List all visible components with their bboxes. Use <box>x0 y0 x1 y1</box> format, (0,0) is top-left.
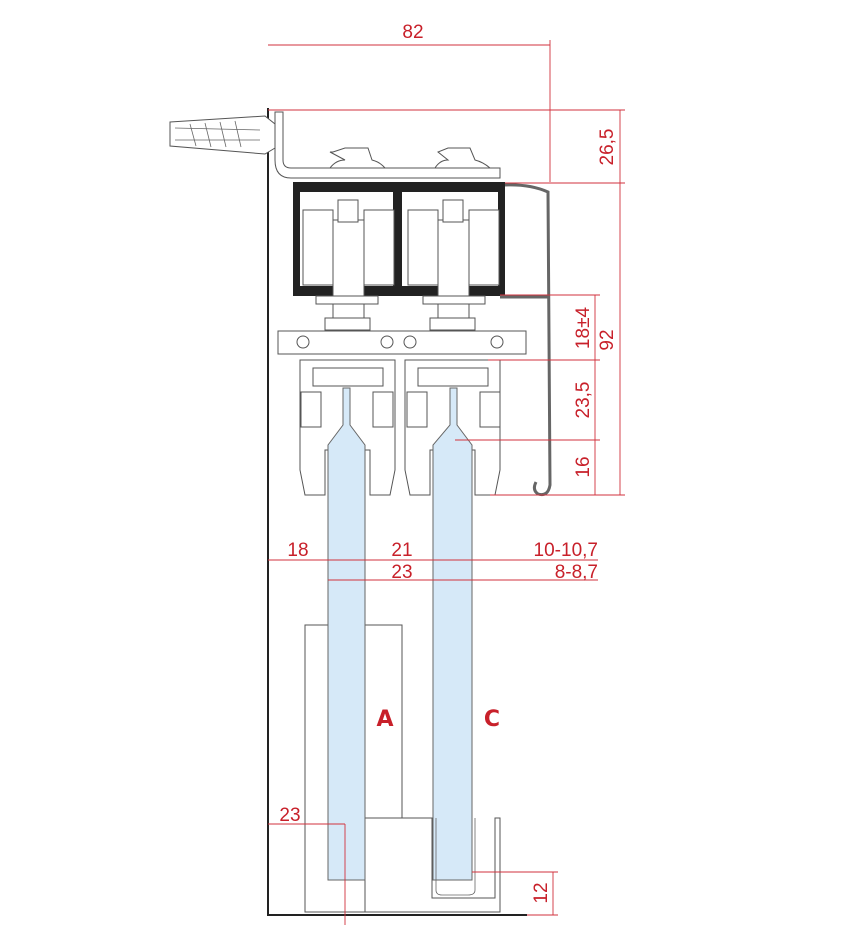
dim-glass-gap-top: 21 <box>391 540 412 561</box>
cover-profile <box>504 183 552 497</box>
floor-guide-c <box>364 817 501 913</box>
dim-glass-thickness-2: 8-8,7 <box>555 562 598 583</box>
dim-glass-gap-bottom: 23 <box>391 562 412 583</box>
glass-panel-a <box>327 387 366 881</box>
dim-wall-to-glass: 18 <box>287 540 308 561</box>
dim-overlap-height: 16 <box>573 456 594 477</box>
panel-label-c: C <box>484 707 500 732</box>
track-profile <box>293 182 505 331</box>
dim-floor-guide-height: 12 <box>531 882 552 903</box>
adjustment-plate <box>277 330 527 355</box>
dim-overall-width: 82 <box>402 22 423 43</box>
panel-label-a: A <box>376 707 393 732</box>
dim-bracket-height: 26,5 <box>597 129 618 166</box>
dim-adjust-range: 18±4 <box>573 307 594 350</box>
dimension-lines <box>268 40 625 925</box>
dim-total-height: 92 <box>597 329 618 350</box>
wall-anchor-icon <box>169 115 276 155</box>
dim-floor-guide-offset: 23 <box>279 805 300 826</box>
bolt-icon <box>328 147 492 169</box>
dim-glass-thickness-1: 10-10,7 <box>534 540 598 561</box>
glass-panel-c <box>432 387 473 881</box>
dim-hanger-height: 23,5 <box>573 382 594 419</box>
ceiling-bracket <box>274 111 501 179</box>
